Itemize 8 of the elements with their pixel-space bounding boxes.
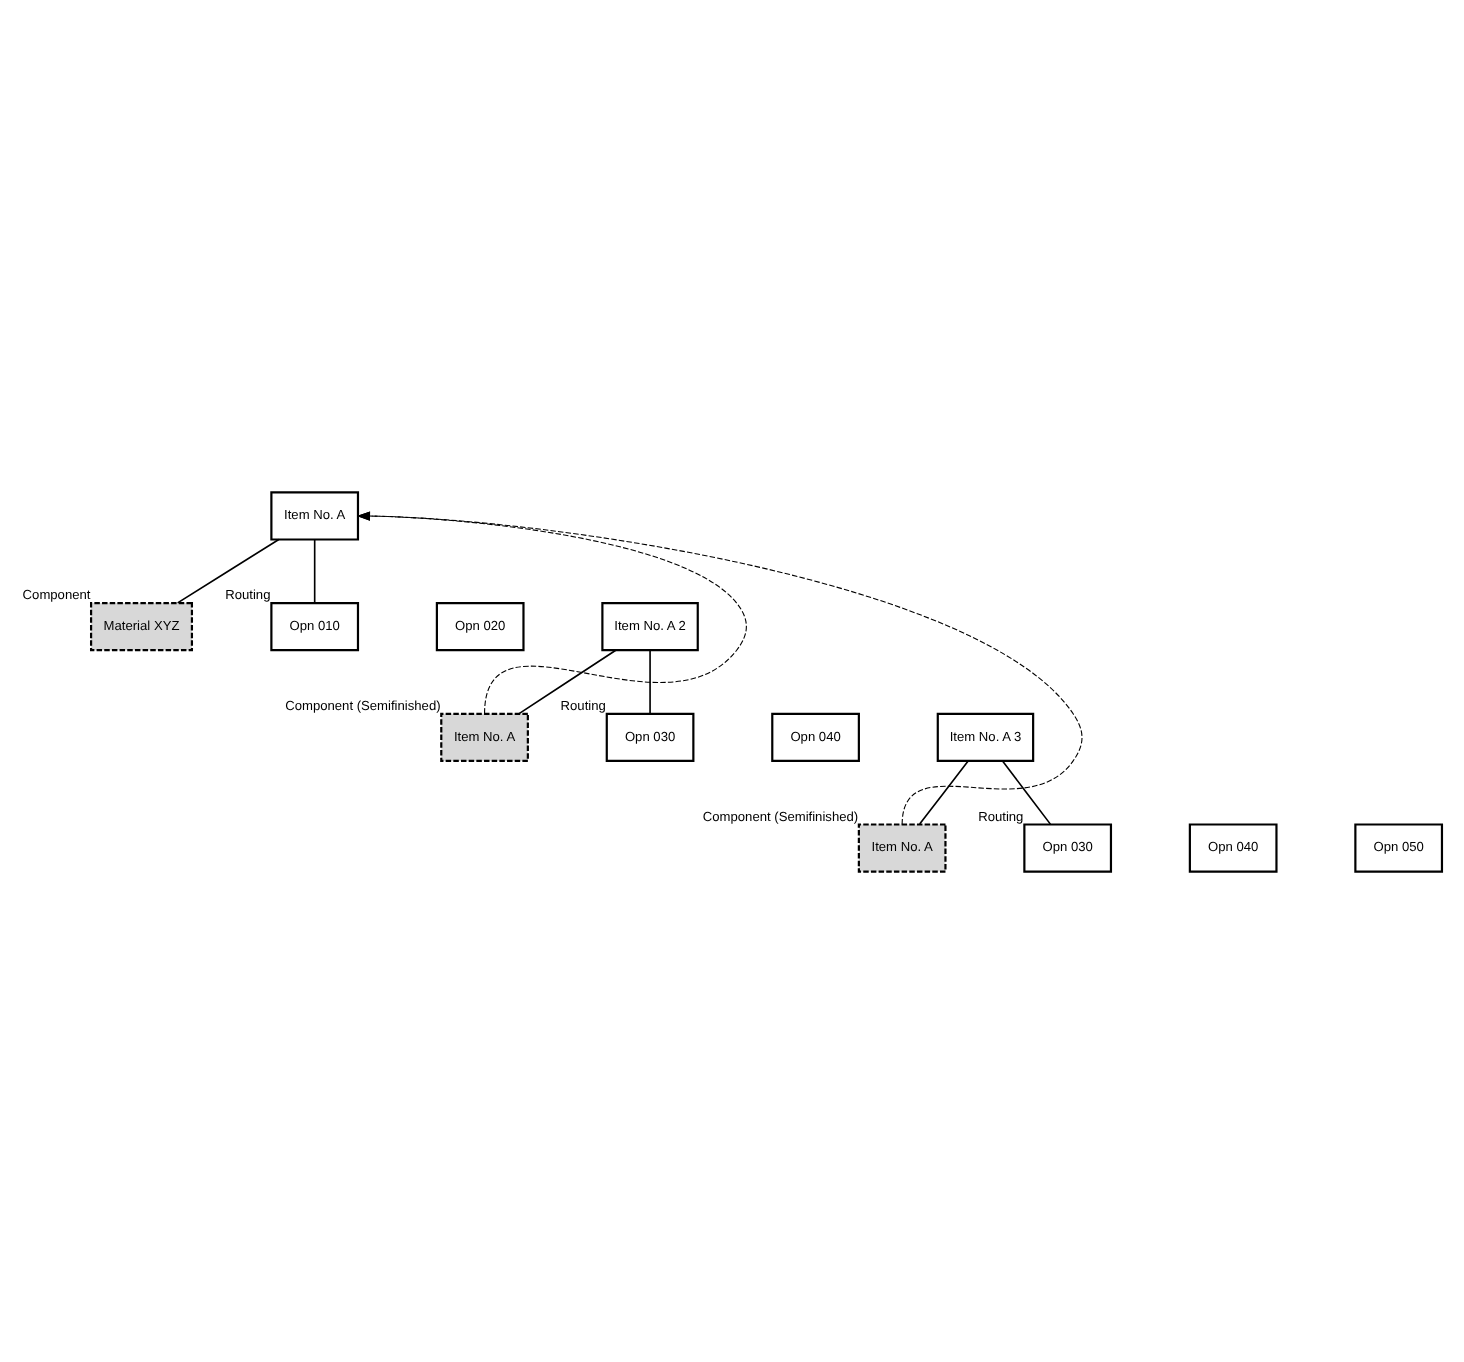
connector bbox=[176, 537, 280, 603]
connector bbox=[649, 648, 651, 714]
connector bbox=[918, 759, 970, 824]
connector bbox=[313, 537, 316, 603]
arrow bbox=[356, 510, 747, 714]
connector bbox=[518, 648, 617, 714]
arrow bbox=[356, 510, 1083, 825]
connector bbox=[1001, 759, 1052, 824]
